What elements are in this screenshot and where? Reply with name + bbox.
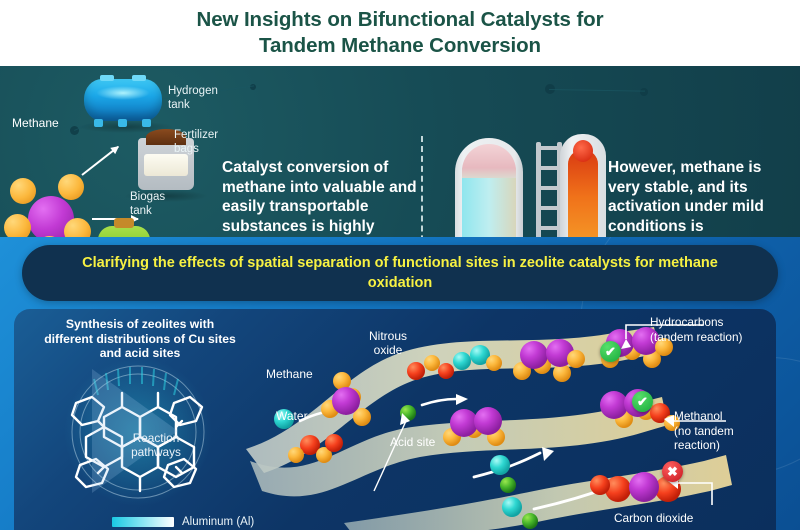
hydrogen-tank-icon (84, 75, 162, 127)
fertilizer-bags-label-line1: Fertilizer (174, 129, 219, 141)
fertilizer-bags-label: Fertilizer bags (174, 128, 218, 156)
copper-site (490, 455, 510, 475)
nitrous-oxide-line1: Nitrous (368, 329, 407, 343)
decor-line (548, 89, 645, 92)
reaction-pathways-line2: pathways (131, 445, 181, 459)
hydrocarbons-line2: (tandem reaction) (650, 329, 743, 344)
zeolite-framework-diagram (64, 358, 212, 506)
synthesis-title: Synthesis of zeolites with different dis… (44, 317, 236, 360)
distillation-tower-icon (560, 134, 606, 237)
panel-divider (421, 136, 423, 237)
reaction-pathways-line1: Reaction (132, 431, 180, 445)
mechanism-panel: Synthesis of zeolites with different dis… (14, 309, 776, 530)
bag-shadow (124, 190, 208, 202)
copper-site (502, 497, 522, 517)
page-header: New Insights on Bifunctional Catalysts f… (0, 0, 800, 66)
top-section: Methane Hydrogen tank Fertilizer bags (0, 66, 800, 237)
biogas-tank-label: Biogas tank (130, 190, 165, 218)
leader-hydrocarbons (625, 324, 704, 339)
hydrogen-tank-label: Hydrogen tank (168, 84, 218, 112)
aluminum-legend: Aluminum (Al) (112, 516, 254, 528)
methanol-line1: Methanol (674, 409, 723, 423)
methane-pathway-label: Methane (266, 367, 313, 381)
aluminum-legend-label: Aluminum (Al) (182, 516, 255, 528)
methane-on-surface (443, 407, 505, 446)
carbon-dioxide-outcome-label: Carbon dioxide (614, 511, 694, 525)
right-panel-statement: However, methane is very stable, and its… (608, 159, 764, 235)
hydrogen-atom (58, 174, 84, 200)
fertilizer-bags-label-line2: bags (174, 143, 199, 155)
storage-silo-icon (455, 138, 523, 237)
water-cluster (288, 434, 343, 463)
water-pathway-label: Water (276, 409, 308, 423)
leader-acid-site (373, 420, 407, 492)
flow-arrow-head (456, 394, 468, 405)
reaction-pathways-arrow (92, 369, 178, 493)
aluminum-gradient-bar (112, 517, 174, 527)
hydrogen-tank-label-line1: Hydrogen (168, 85, 218, 97)
hydrocarbons-line1: Hydrocarbons (650, 315, 724, 329)
reaction-pathway-diagram (246, 324, 732, 530)
ladder-icon (536, 142, 562, 237)
hydrocarbons-status-badge: ✔ (600, 341, 621, 362)
reaction-pathways-label: Reaction pathways (114, 431, 198, 459)
leader-arrow (400, 413, 410, 425)
leader-co2 (676, 482, 713, 505)
hydrocarbon-cluster-1 (513, 339, 585, 382)
copper-site (274, 409, 294, 429)
decor-dot (640, 88, 648, 96)
ribbon-lower (344, 455, 732, 530)
carbon-dioxide-status-badge: ✖ (662, 461, 683, 482)
conversion-arrow (81, 145, 119, 176)
key-finding-banner: Clarifying the effects of spatial separa… (22, 245, 778, 301)
left-panel-statement: Catalyst conversion of methane into valu… (222, 159, 417, 235)
nitrous-oxide-label: Nitrous oxide (348, 329, 428, 357)
hydrogen-atom (10, 178, 36, 204)
hydrogen-atom (4, 214, 31, 237)
hydrogen-tank-label-line2: tank (168, 99, 190, 111)
lower-section: Clarifying the effects of spatial separa… (0, 237, 800, 530)
leader-arrow (664, 415, 674, 427)
nitrous-oxide-cluster (407, 345, 502, 380)
leader-arrow (621, 339, 631, 349)
flow-arrow (472, 451, 542, 479)
methane-label: Methane (12, 116, 59, 130)
key-finding-text: Clarifying the effects of spatial separa… (82, 255, 718, 291)
thermometer-icon (573, 140, 593, 162)
decor-dot (250, 84, 256, 90)
nitrous-oxide-line2: oxide (373, 343, 403, 357)
flow-arrow (420, 397, 458, 407)
acid-site-dot (522, 513, 538, 529)
page-title-line2: Tandem Methane Conversion (259, 34, 541, 57)
methanol-status-badge: ✔ (632, 391, 653, 412)
biogas-tank-label-line1: Biogas (130, 191, 166, 203)
hydrogen-atom (64, 218, 91, 237)
methane-cluster (321, 372, 371, 426)
acid-site-label: Acid site (390, 435, 436, 449)
hydrogen-atom (36, 236, 63, 237)
page-title-line1: New Insights on Bifunctional Catalysts f… (196, 8, 604, 31)
biogas-tank-label-line2: tank (130, 205, 152, 217)
methanol-line2: (no tandem reaction) (674, 423, 734, 453)
acid-site-dot (500, 477, 516, 493)
ribbon-middle (250, 397, 668, 497)
hydrocarbons-outcome-label: Hydrocarbons (tandem reaction) (650, 315, 776, 344)
methanol-outcome-label: Methanol (no tandem reaction) (674, 409, 776, 453)
biogas-tank-icon (98, 218, 150, 237)
flow-arrow-head (542, 447, 554, 461)
fertilizer-bag-icon (138, 129, 194, 190)
